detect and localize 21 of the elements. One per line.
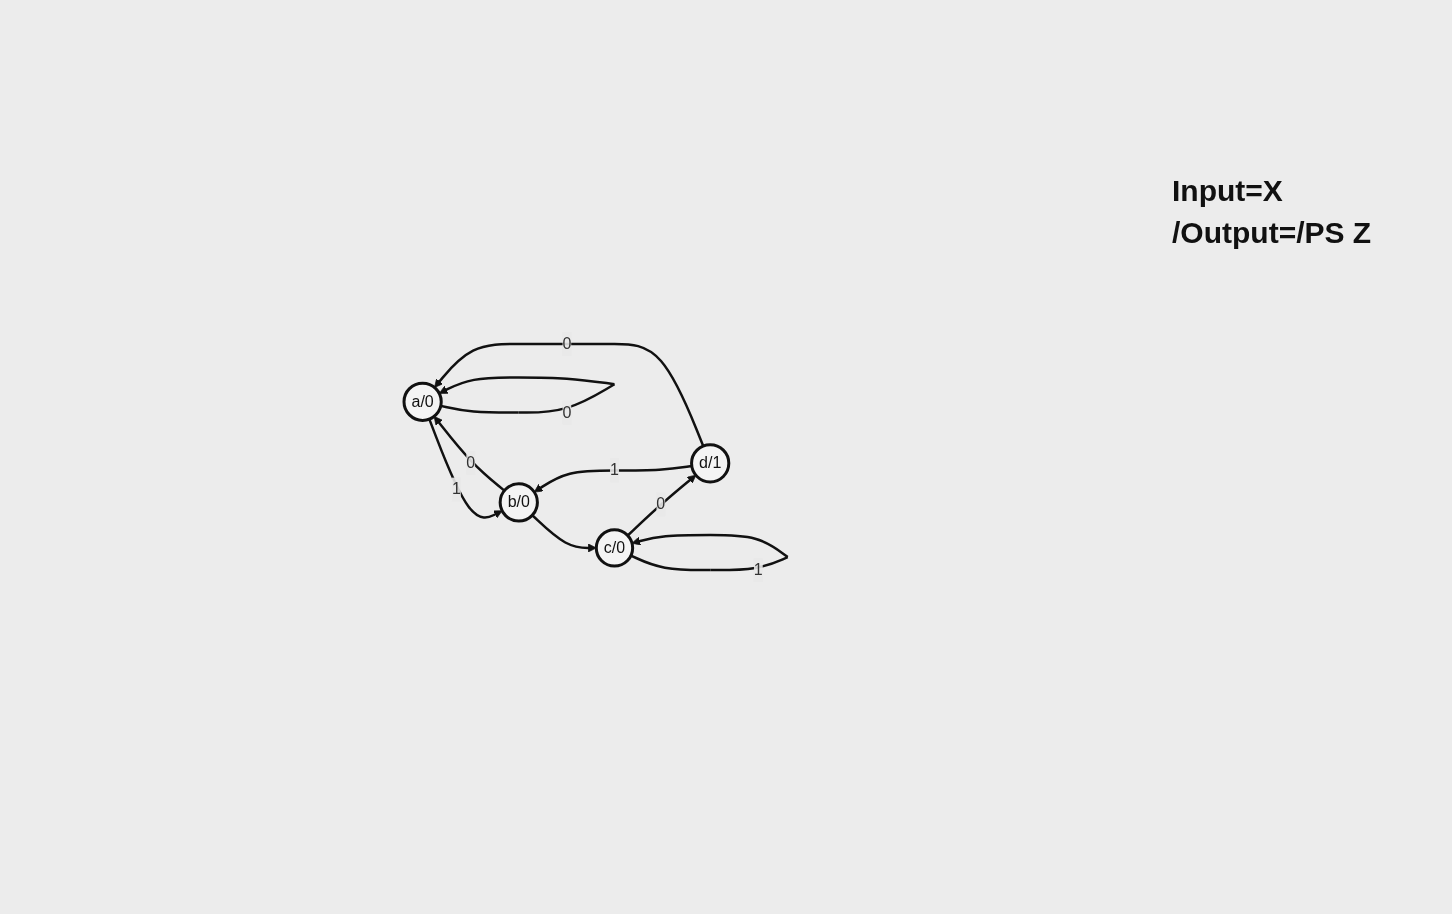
arrow [533,464,692,493]
edge-label: 1 [451,480,461,498]
note-text: /Output=/PS Z [1172,216,1372,250]
arrow [434,342,705,447]
arrow [428,418,503,519]
note-text: Input=X [1172,174,1283,208]
node-circle: b/0 [498,482,539,523]
arrow [626,474,697,537]
node-circle: d/1 [690,443,731,484]
arrow [630,533,789,572]
edge-label: 0 [656,495,666,513]
arrow [433,415,506,492]
edge-label: 1 [610,461,619,479]
arrow [438,376,616,414]
edge-label: 1 [753,561,763,579]
node-circle: c/0 [594,528,635,568]
edge-label: 0 [562,403,572,421]
edge-label: 0 [466,453,476,471]
edge-label: 0 [562,334,572,352]
arrow [531,514,597,553]
node-circle: a/0 [402,381,443,422]
